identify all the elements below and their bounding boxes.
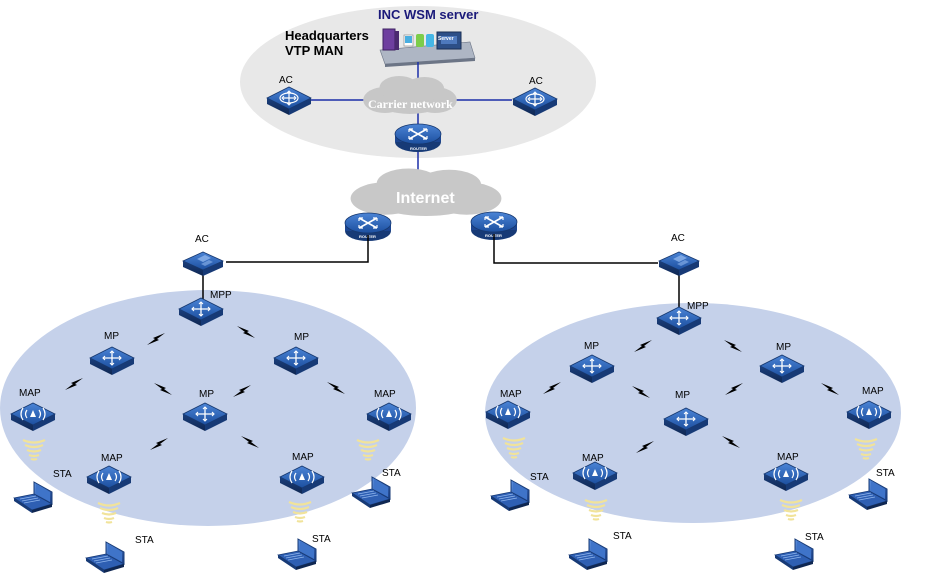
- sta-label-right-2: STA: [876, 468, 895, 479]
- sta-label-right-4: STA: [805, 532, 824, 543]
- server-cluster-icon: Server: [379, 28, 476, 67]
- ac-label-hq-right: AC: [529, 76, 543, 87]
- sta-label-right-1: STA: [530, 472, 549, 483]
- headquarters-label: Headquarters: [285, 28, 369, 43]
- map-label-right-1: MAP: [500, 389, 522, 400]
- map-label-right-3: MAP: [582, 453, 604, 464]
- ac-icon-right: [658, 251, 700, 277]
- server-title: INC WSM server: [378, 7, 478, 22]
- laptop-icon-left-4: [277, 538, 317, 571]
- ac-label-right: AC: [671, 233, 685, 244]
- map-label-right-2: MAP: [862, 386, 884, 397]
- link-router-ac-right: [493, 234, 658, 264]
- vtp-man-label: VTP MAN: [285, 43, 343, 58]
- router-label-hq: ROUTER: [410, 146, 427, 151]
- server-box-label: Server: [438, 36, 454, 42]
- map-label-left-4: MAP: [292, 452, 314, 463]
- link-router-ac-left: [226, 235, 369, 263]
- mpp-label-left: MPP: [210, 290, 232, 301]
- laptop-icon-right-1: [490, 479, 530, 512]
- sta-label-left-1: STA: [53, 469, 72, 480]
- mp-label-right-a: MP: [584, 341, 599, 352]
- map-label-left-2: MAP: [374, 389, 396, 400]
- sta-label-left-2: STA: [382, 468, 401, 479]
- sta-label-left-4: STA: [312, 534, 331, 545]
- ac-icon-left: [182, 251, 224, 277]
- laptop-icon-left-1: [13, 481, 53, 514]
- carrier-network-label: Carrier network: [368, 97, 453, 111]
- mpp-label-right: MPP: [687, 301, 709, 312]
- sta-label-right-3: STA: [613, 531, 632, 542]
- ac-label-hq-left: AC: [279, 75, 293, 86]
- laptop-icon-right-3: [568, 538, 608, 571]
- laptop-icon-left-3: [85, 541, 125, 574]
- internet-label: Internet: [396, 190, 455, 207]
- mp-label-left-a: MP: [104, 331, 119, 342]
- mp-label-left-b: MP: [294, 332, 309, 343]
- mp-label-right-c: MP: [675, 390, 690, 401]
- mp-label-right-b: MP: [776, 342, 791, 353]
- laptop-icon-right-4: [774, 538, 814, 571]
- mp-label-left-c: MP: [199, 389, 214, 400]
- laptop-icon-right-2: [848, 478, 888, 511]
- map-label-right-4: MAP: [777, 452, 799, 463]
- map-label-left-3: MAP: [101, 453, 123, 464]
- sta-label-left-3: STA: [135, 535, 154, 546]
- ac-label-left: AC: [195, 234, 209, 245]
- map-label-left-1: MAP: [19, 388, 41, 399]
